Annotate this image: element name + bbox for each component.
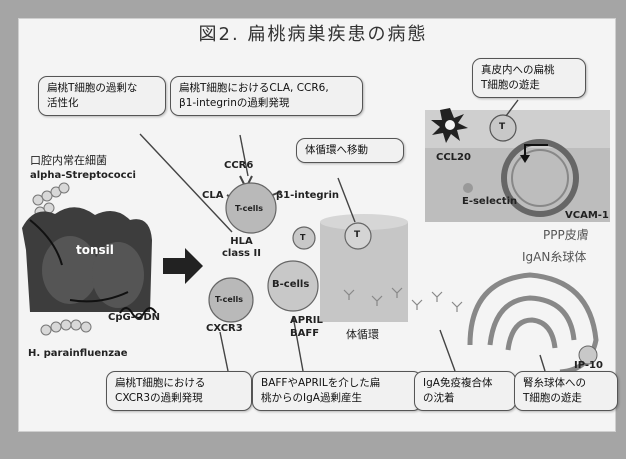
tonsil-crypt-right	[92, 242, 144, 308]
label-systemic-circulation: 体循環	[346, 328, 379, 341]
vessel-top	[320, 214, 408, 230]
label-tcells-1: T-cells	[235, 204, 264, 213]
label-april-baff: APRIL BAFF	[290, 315, 323, 339]
callout-iga-production: BAFFやAPRILを介した扁 桃からのIgA過剰産生	[252, 371, 422, 411]
label-b1-integrin: β1-integrin	[276, 190, 340, 201]
callout-circulation-move: 体循環へ移動	[296, 138, 404, 163]
glomerular-t-cell	[578, 345, 598, 365]
label-e-selectin: E-selectin	[462, 196, 518, 207]
label-cpg-odn: CpG-ODN	[108, 312, 161, 323]
label-cla: CLA	[202, 190, 224, 201]
migration-arrow	[524, 144, 548, 155]
label-tonsil: tonsil	[76, 243, 114, 257]
label-ip10: IP-10	[574, 360, 603, 371]
b-cell	[267, 260, 319, 312]
label-ccl20: CCL20	[436, 152, 471, 163]
glomerulus	[467, 272, 599, 375]
label-ppp-skin: PPP皮膚	[543, 228, 589, 242]
label-t-small: T	[300, 233, 306, 242]
label-tcells-2: T-cells	[215, 295, 244, 304]
parainfluenzae-icon	[40, 319, 92, 336]
t-cell-cxcr3	[208, 277, 254, 323]
migrating-t-cell-small	[292, 226, 316, 250]
label-alpha-strep: alpha-Streptococci	[30, 170, 136, 181]
label-vcam: VCAM-1	[565, 210, 609, 221]
iga-antibodies	[343, 287, 463, 312]
label-bcells: B-cells	[272, 279, 310, 290]
label-h-parainfluenzae: H. parainfluenzae	[28, 348, 128, 359]
figure-title: 図2. 扁桃病巣疾患の病態	[198, 24, 428, 45]
blood-vessel-inner	[511, 149, 569, 207]
cpg-odn-icon	[119, 307, 157, 319]
label-cxcr3: CXCR3	[206, 323, 243, 334]
callout-cxcr3-overexpression: 扁桃T細胞における CXCR3の過剰発現	[106, 371, 252, 411]
callout-tcell-activation: 扁桃T細胞の過剰な 活性化	[38, 76, 166, 116]
callout-dermal-migration: 真皮内への扁桃 T細胞の遊走	[472, 58, 586, 98]
callout-glomerular-migration: 腎糸球体への T細胞の遊走	[514, 371, 618, 411]
callout-connectors	[139, 99, 546, 372]
label-hla: HLA class II	[222, 236, 261, 259]
callout-iga-deposition: IgA免疫複合体 の沈着	[414, 371, 516, 411]
big-right-arrow	[163, 248, 203, 284]
cpg-entry-arrow	[69, 291, 129, 303]
callout-cla-overexpression: 扁桃T細胞におけるCLA, CCR6, β1-integrinの過剰発現	[170, 76, 363, 116]
streptococci-icon	[32, 182, 70, 218]
migration-arrowhead	[520, 155, 530, 163]
skin-t-cell	[489, 114, 517, 142]
blood-vessel	[501, 139, 579, 217]
label-ccr6: CCR6	[224, 160, 254, 171]
label-oral-bacteria: 口腔内常在細菌	[30, 154, 107, 167]
ccl20-core	[445, 120, 455, 130]
circulating-t-cell	[344, 222, 372, 250]
label-igan-glomerulus: IgAN糸球体	[522, 250, 587, 264]
bacteria-entry-arrow	[29, 219, 63, 266]
tonsil-crypt-left	[42, 236, 98, 304]
t-cell-cla	[225, 175, 281, 234]
e-selectin-mark	[463, 183, 473, 193]
label-t-circulating: T	[354, 230, 361, 240]
label-t-skin: T	[499, 122, 506, 132]
